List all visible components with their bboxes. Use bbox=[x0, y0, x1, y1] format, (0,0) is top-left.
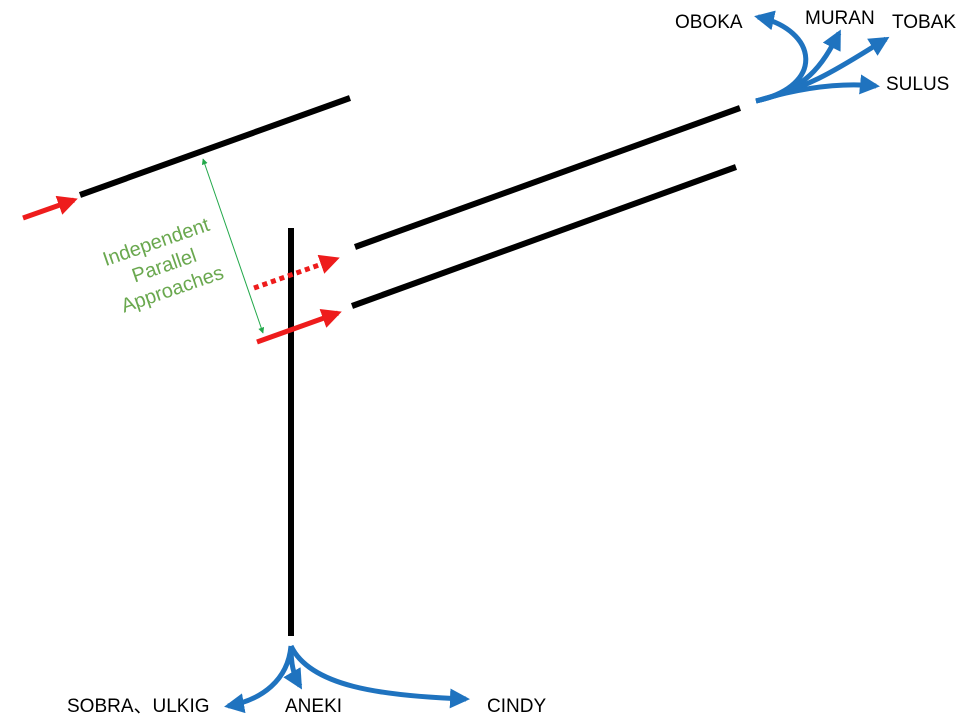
approach-arrow-dotted bbox=[253, 254, 340, 291]
route-sulus bbox=[755, 74, 880, 104]
fix-label-cindy: CINDY bbox=[487, 696, 546, 717]
fix-label-muran: MURAN bbox=[805, 8, 875, 29]
annotation-text: Independent Parallel Approaches bbox=[100, 214, 226, 318]
runway-lower-east bbox=[350, 164, 738, 309]
route-tobak bbox=[755, 36, 890, 104]
route-sobra-ulkig bbox=[224, 645, 294, 714]
approach-arrows bbox=[22, 195, 342, 345]
departure-routes-northeast bbox=[754, 10, 890, 104]
approach-arrow-lower bbox=[256, 308, 342, 345]
departure-routes-south bbox=[224, 644, 470, 714]
approach-arrow-left bbox=[22, 195, 78, 221]
fix-label-oboka: OBOKA bbox=[675, 12, 743, 33]
fix-labels: OBOKA MURAN TOBAK SULUS SOBRA、ULKIG ANEK… bbox=[67, 8, 956, 717]
separation-double-arrow bbox=[201, 158, 265, 334]
fix-label-tobak: TOBAK bbox=[892, 12, 956, 33]
fix-label-aneki: ANEKI bbox=[285, 696, 342, 717]
runways bbox=[78, 95, 742, 636]
fix-label-sobra-ulkig: SOBRA、ULKIG bbox=[67, 696, 210, 717]
fix-label-sulus: SULUS bbox=[886, 74, 949, 95]
runway-upper-east bbox=[353, 105, 742, 250]
route-cindy bbox=[288, 644, 470, 709]
runway-left-northwest bbox=[78, 95, 352, 198]
